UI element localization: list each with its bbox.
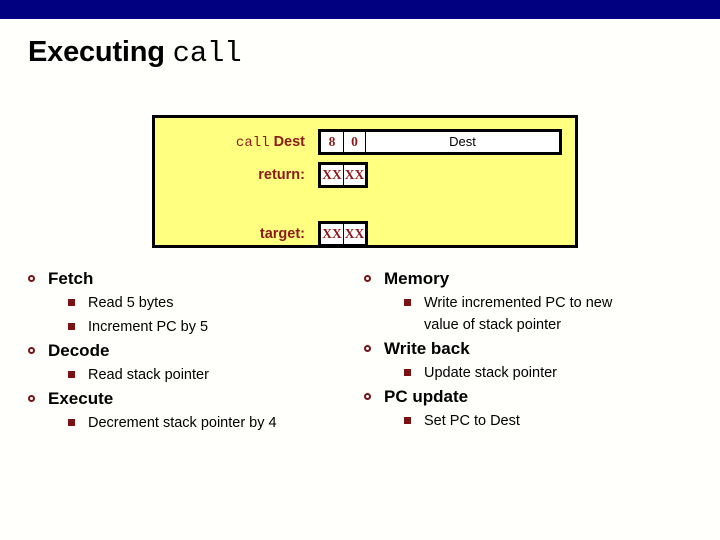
substep-line-1: Read stack pointer	[88, 367, 209, 383]
square-bullet-icon	[68, 371, 75, 378]
stage-substep: Increment PC by 5	[26, 316, 356, 338]
substep-line-2: value of stack pointer	[424, 317, 562, 333]
substep-line-1: Set PC to Dest	[424, 413, 520, 429]
stage-column-left: Fetch Read 5 bytes Increment PC by 5 Dec…	[26, 268, 356, 436]
encoding-cell-dest: Dest	[365, 132, 559, 152]
square-bullet-icon	[404, 417, 411, 424]
circle-bullet-icon	[364, 275, 371, 282]
page-title: Executing call	[28, 36, 242, 70]
substep-line-1: Read 5 bytes	[88, 295, 174, 311]
instruction-diagram-panel: call Dest 8 0 Dest return: XX XX target:…	[152, 115, 578, 248]
square-bullet-icon	[68, 419, 75, 426]
return-cell-0: XX	[321, 165, 343, 185]
stage-heading-decode: Decode	[26, 340, 356, 362]
circle-bullet-icon	[364, 345, 371, 352]
stage-heading-label: Execute	[48, 389, 114, 408]
stage-column-right: Memory Write incremented PC to new value…	[362, 268, 702, 434]
stage-substep: Decrement stack pointer by 4	[26, 412, 356, 434]
stage-heading-execute: Execute	[26, 388, 356, 410]
stage-heading-label: Fetch	[48, 269, 94, 288]
target-value-cells: XX XX	[318, 221, 368, 247]
stage-heading-memory: Memory	[362, 268, 702, 290]
square-bullet-icon	[404, 299, 411, 306]
circle-bullet-icon	[28, 395, 35, 402]
stage-heading-fetch: Fetch	[26, 268, 356, 290]
instruction-encoding-cells: 8 0 Dest	[318, 129, 562, 155]
stage-substep: Set PC to Dest	[362, 410, 702, 432]
stage-heading-label: Memory	[384, 269, 450, 288]
stage-substep: Update stack pointer	[362, 362, 702, 384]
substep-line-1: Decrement stack pointer by 4	[88, 415, 277, 431]
row-label-instruction: call Dest	[155, 129, 305, 155]
return-cell-1: XX	[343, 165, 365, 185]
row-label-return: return:	[258, 167, 305, 183]
stage-substep: Write incremented PC to new value of sta…	[362, 292, 702, 336]
stage-heading-label: Write back	[384, 339, 470, 358]
target-cell-0: XX	[321, 224, 343, 244]
row-label-instruction-mnemonic: call	[235, 135, 270, 151]
encoding-cell-opcode-high: 8	[321, 132, 343, 152]
diagram-row-target: target: XX XX	[155, 221, 575, 247]
row-label-instruction-operand: Dest	[273, 134, 305, 150]
circle-bullet-icon	[28, 347, 35, 354]
square-bullet-icon	[68, 299, 75, 306]
target-cell-1: XX	[343, 224, 365, 244]
circle-bullet-icon	[28, 275, 35, 282]
stage-heading-write-back: Write back	[362, 338, 702, 360]
square-bullet-icon	[404, 369, 411, 376]
return-value-cells: XX XX	[318, 162, 368, 188]
page-title-mnemonic: call	[172, 37, 242, 70]
stage-substep: Read 5 bytes	[26, 292, 356, 314]
substep-line-1: Increment PC by 5	[88, 319, 209, 335]
stage-heading-pc-update: PC update	[362, 386, 702, 408]
circle-bullet-icon	[364, 393, 371, 400]
encoding-cell-opcode-low: 0	[343, 132, 365, 152]
substep-line-1: Update stack pointer	[424, 365, 557, 381]
diagram-row-return: return: XX XX	[155, 162, 575, 188]
substep-line-1: Write incremented PC to new	[424, 295, 613, 311]
stage-heading-label: Decode	[48, 341, 110, 360]
stage-heading-label: PC update	[384, 387, 469, 406]
square-bullet-icon	[68, 323, 75, 330]
page-title-prefix: Executing	[28, 36, 165, 68]
stage-substep: Read stack pointer	[26, 364, 356, 386]
row-label-target: target:	[259, 226, 305, 242]
diagram-row-instruction: call Dest 8 0 Dest	[155, 129, 575, 155]
slide-top-banner	[0, 0, 720, 19]
